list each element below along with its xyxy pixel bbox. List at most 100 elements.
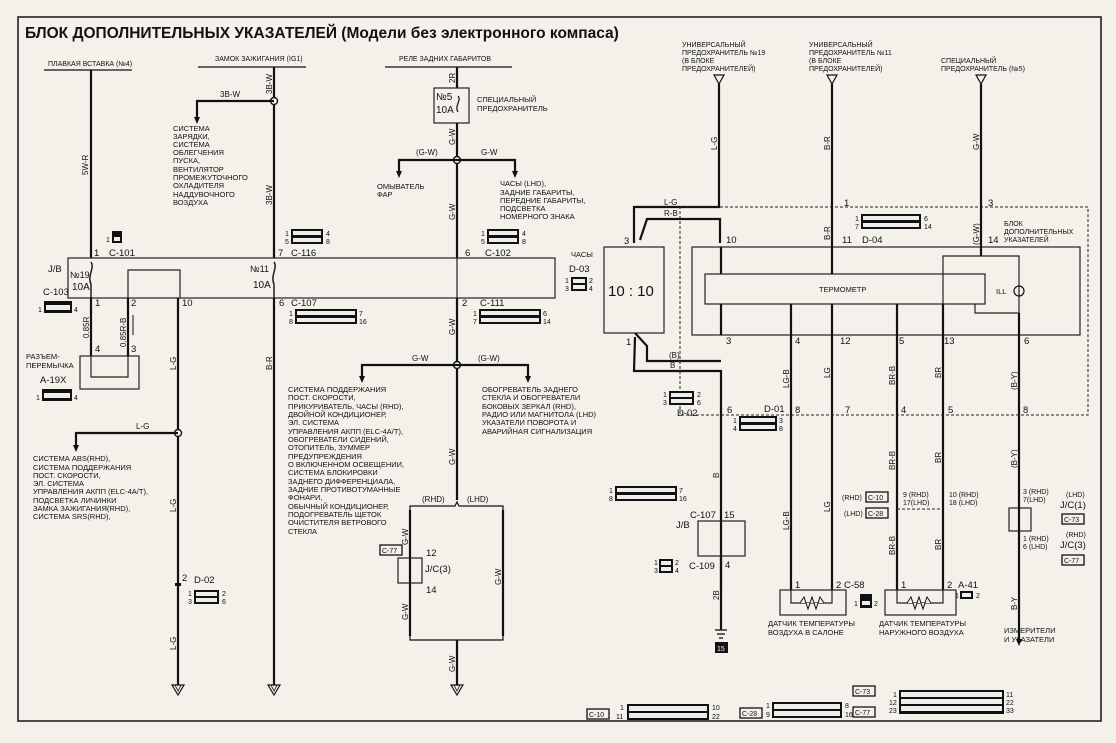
pin-label: 8	[795, 405, 800, 416]
pin-label: 17(LHD)	[903, 500, 929, 507]
variant-rhd: (RHD)	[422, 495, 445, 504]
wire-label: B	[712, 473, 721, 478]
svg-text:10: 10	[712, 705, 720, 712]
connector-label-d04: D-04	[862, 235, 883, 246]
svg-text:ЗАДНЕГО ДИФФЕРЕНЦИАЛА,: ЗАДНЕГО ДИФФЕРЕНЦИАЛА,	[288, 477, 395, 486]
wire-label: (G-W)	[416, 148, 438, 157]
svg-text:УКАЗАТЕЛЕЙ: УКАЗАТЕЛЕЙ	[1004, 235, 1049, 244]
svg-text:C-103: C-103	[43, 287, 69, 298]
wire-label: B-R	[265, 356, 274, 370]
source-fuse19: УНИВЕРСАЛЬНЫЙ ПРЕДОХРАНИТЕЛЬ №19 (В БЛОК…	[682, 40, 765, 73]
svg-text:УПРАВЛЕНИЯ АКПП (ELC-4A/T),: УПРАВЛЕНИЯ АКПП (ELC-4A/T),	[288, 427, 403, 436]
svg-text:ОБЛЕГЧЕНИЯ: ОБЛЕГЧЕНИЯ	[173, 148, 224, 157]
wire-label: (B-Y)	[1010, 371, 1019, 390]
pin-label: 14	[988, 235, 999, 246]
svg-text:УНИВЕРСАЛЬНЫЙ: УНИВЕРСАЛЬНЫЙ	[809, 40, 873, 49]
svg-text:ПРЕДОХРАНИТЕЛЬ: ПРЕДОХРАНИТЕЛЬ	[477, 104, 548, 113]
fuse-number: №19	[70, 270, 90, 280]
joint-connector-by	[1008, 507, 1032, 532]
svg-text:ПРЕДУПРЕЖДЕНИЯ: ПРЕДУПРЕЖДЕНИЯ	[288, 452, 362, 461]
svg-text:2: 2	[222, 591, 226, 598]
svg-text:ПОДСВЕТКА: ПОДСВЕТКА	[500, 204, 546, 213]
svg-text:И УКАЗАТЕЛИ: И УКАЗАТЕЛИ	[1004, 635, 1054, 644]
svg-text:ПРЕДОХРАНИТЕЛЬ (№5): ПРЕДОХРАНИТЕЛЬ (№5)	[941, 66, 1025, 73]
connector-a41-icon: 1 2	[955, 591, 980, 600]
svg-text:ПРОМЕЖУТОЧНОГО: ПРОМЕЖУТОЧНОГО	[173, 173, 248, 182]
wire-label: G-W	[412, 354, 429, 363]
pin-label: 3	[726, 336, 731, 347]
lg-branch-destinations: СИСТЕМА ABS(RHD), СИСТЕМА ПОДДЕРЖАНИЯ ПО…	[33, 454, 148, 521]
pin-label: 14	[426, 585, 437, 596]
svg-text:4: 4	[675, 568, 679, 575]
ground-point-number: 15	[717, 646, 725, 653]
joint-connector-jc3	[397, 557, 423, 584]
outside-temp-sensor	[884, 589, 957, 616]
wire-label: L-G	[169, 499, 178, 512]
svg-text:ОБОГРЕВАТЕЛИ СИДЕНИЙ,: ОБОГРЕВАТЕЛИ СИДЕНИЙ,	[288, 435, 389, 444]
variant-label: (RHD)	[842, 495, 862, 502]
svg-text:1: 1	[955, 593, 959, 600]
svg-text:1: 1	[620, 705, 624, 712]
svg-text:ДВОЙНОЙ КОНДИЦИОНЕР,: ДВОЙНОЙ КОНДИЦИОНЕР,	[288, 410, 387, 419]
pin-label: 2	[836, 580, 841, 591]
connector-label-c101: C-101	[109, 248, 135, 259]
internal-loop	[127, 269, 181, 298]
source-tail-relay: РЕЛЕ ЗАДНИХ ГАБАРИТОВ	[399, 56, 491, 63]
svg-text:2: 2	[675, 560, 679, 567]
svg-text:1: 1	[609, 488, 613, 495]
wire-label: LG-B	[782, 369, 791, 388]
svg-text:ЭЛ. СИСТЕМА: ЭЛ. СИСТЕМА	[33, 479, 84, 488]
wire-label: B	[670, 361, 675, 370]
svg-text:СПЕЦИАЛЬНЫЙ: СПЕЦИАЛЬНЫЙ	[477, 95, 536, 104]
svg-text:ВОЗДУХА: ВОЗДУХА	[173, 198, 208, 207]
source-ignition-switch: ЗАМОК ЗАЖИГАНИЯ (IG1)	[215, 56, 303, 63]
wire-label: LG	[823, 501, 832, 512]
svg-text:СПЕЦИАЛЬНЫЙ: СПЕЦИАЛЬНЫЙ	[941, 56, 996, 65]
svg-text:ЭЛ. СИСТЕМА: ЭЛ. СИСТЕМА	[288, 418, 339, 427]
svg-text:1: 1	[565, 278, 569, 285]
pin-label: 4	[795, 336, 800, 347]
source-fusible-link: ПЛАВКАЯ ВСТАВКА (№4)	[48, 61, 132, 68]
connector-c107-right-icon: 1 8 7 16	[609, 486, 687, 503]
wire-label: B-Y	[1010, 596, 1019, 610]
wire-label: 2R	[448, 73, 457, 83]
connector-label-c109: C-109	[689, 561, 715, 572]
wire-label: B-R	[823, 136, 832, 150]
illumination-label: ILL	[996, 287, 1006, 296]
svg-text:C-77: C-77	[855, 710, 870, 717]
svg-text:ДАТЧИК ТЕМПЕРАТУРЫ: ДАТЧИК ТЕМПЕРАТУРЫ	[768, 619, 855, 628]
svg-text:ВОЗДУХА В САЛОНЕ: ВОЗДУХА В САЛОНЕ	[768, 628, 844, 637]
connector-label-d03: D-03	[569, 264, 590, 275]
pin-label: 5	[899, 336, 904, 347]
svg-text:СИСТЕМА ABS(RHD),: СИСТЕМА ABS(RHD),	[33, 454, 110, 463]
legend-c28: C-28	[739, 707, 763, 719]
svg-text:1: 1	[188, 591, 192, 598]
wire-label: 0.85R-B	[119, 318, 128, 347]
svg-text:ЗАРЯДКИ,: ЗАРЯДКИ,	[173, 132, 210, 141]
connector-label-c116: C-116	[291, 248, 316, 259]
svg-text:1: 1	[855, 216, 859, 223]
svg-text:1: 1	[473, 311, 477, 318]
svg-text:8: 8	[289, 319, 293, 326]
connector-c116-icon: 1 5 4 8	[285, 229, 330, 246]
svg-text:C-28: C-28	[868, 511, 883, 518]
svg-text:ИЗМЕРИТЕЛИ: ИЗМЕРИТЕЛИ	[1004, 626, 1055, 635]
svg-text:НОМЕРНОГО ЗНАКА: НОМЕРНОГО ЗНАКА	[500, 212, 575, 221]
svg-text:8: 8	[845, 703, 849, 710]
svg-text:22: 22	[712, 714, 720, 721]
wire-lg-clock	[632, 84, 721, 243]
wire-label: 0.85R	[82, 316, 91, 338]
svg-text:C-10: C-10	[589, 712, 604, 719]
pin-label: 10 (RHD)	[949, 492, 979, 499]
svg-text:ОБОГРЕВАТЕЛЬ ЗАДНЕГО: ОБОГРЕВАТЕЛЬ ЗАДНЕГО	[482, 385, 578, 394]
fuse-rating: 10A	[436, 105, 454, 116]
svg-text:ЗАДНИЕ ПРОТИВОТУМАННЫЕ: ЗАДНИЕ ПРОТИВОТУМАННЫЕ	[288, 485, 400, 494]
svg-text:СИСТЕМА ПОДДЕРЖАНИЯ: СИСТЕМА ПОДДЕРЖАНИЯ	[33, 463, 131, 472]
svg-text:7: 7	[679, 488, 683, 495]
pin-label: 1 (RHD)	[1023, 536, 1049, 543]
svg-text:9: 9	[766, 712, 770, 719]
pin-label: 3	[131, 344, 136, 355]
svg-text:АВАРИЙНАЯ СИГНАЛИЗАЦИЯ: АВАРИЙНАЯ СИГНАЛИЗАЦИЯ	[482, 427, 592, 436]
wire-label: G-W	[448, 655, 457, 672]
pin-label: 13	[944, 336, 955, 347]
